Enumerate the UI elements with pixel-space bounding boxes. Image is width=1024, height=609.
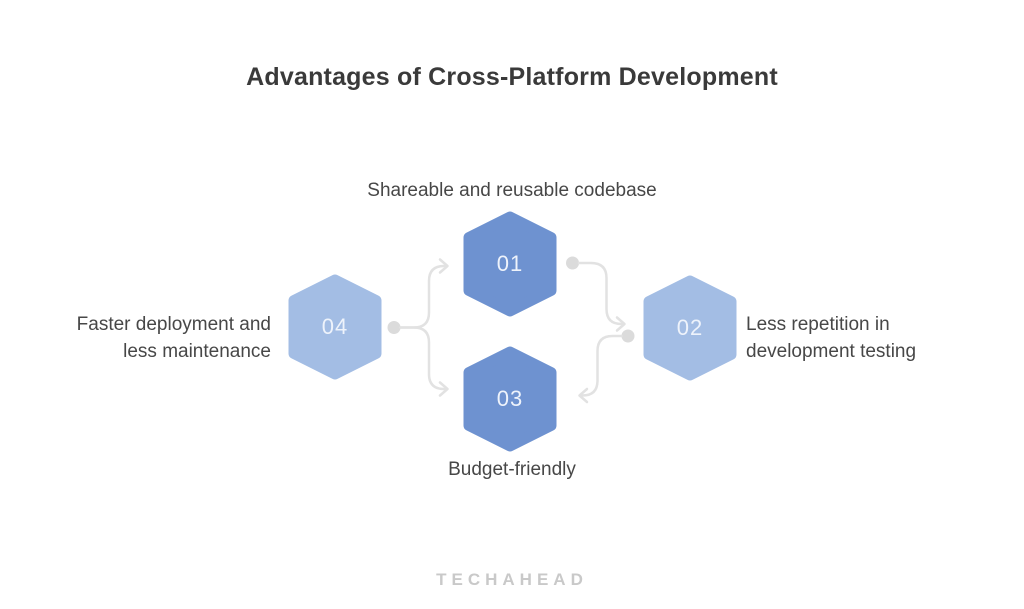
- arrowhead-04-to-01: [438, 258, 449, 274]
- hexagon-node-04: 04: [288, 274, 382, 380]
- label-less-repetition: Less repetition in development testing: [746, 311, 1006, 365]
- page-title: Advantages of Cross-Platform Development: [246, 62, 778, 91]
- label-line: development testing: [746, 341, 917, 362]
- arrowhead-04-to-03: [438, 381, 449, 397]
- hexagon-number: 02: [676, 315, 704, 340]
- hexagon-node-03: 03: [463, 346, 557, 452]
- hexagon-number: 01: [496, 251, 524, 276]
- arrowhead-02-to-03: [578, 387, 589, 404]
- connector-dot-04: [387, 321, 401, 334]
- hexagon-shape-icon: [463, 211, 557, 317]
- arrowhead-01-to-02: [615, 316, 626, 332]
- hexagon-shape-icon: [463, 346, 557, 452]
- label-budget-friendly: Budget-friendly: [448, 459, 576, 480]
- connector-02-to-03: [579, 334, 623, 397]
- label-line: less maintenance: [123, 341, 271, 362]
- connector-dot-01: [566, 256, 579, 270]
- hexagon-number: 03: [496, 386, 524, 411]
- connector-01-to-02: [577, 261, 625, 326]
- label-shareable-codebase: Shareable and reusable codebase: [367, 180, 657, 201]
- hexagon-shape-icon: [643, 275, 737, 381]
- hexagon-number: 04: [321, 314, 349, 339]
- hexagon-shape-icon: [288, 274, 382, 380]
- label-faster-deployment: Faster deployment and less maintenance: [20, 311, 271, 365]
- connector-04-to-01: [399, 264, 448, 329]
- label-line: Less repetition in: [746, 314, 890, 335]
- connector-dot-02: [621, 329, 635, 343]
- label-line: Faster deployment and: [76, 314, 271, 335]
- techahead-logo: TECHAHEAD: [436, 570, 588, 589]
- connector-04-to-03: [399, 326, 448, 391]
- hexagon-node-01: 01: [463, 211, 557, 317]
- hexagon-node-02: 02: [643, 275, 737, 381]
